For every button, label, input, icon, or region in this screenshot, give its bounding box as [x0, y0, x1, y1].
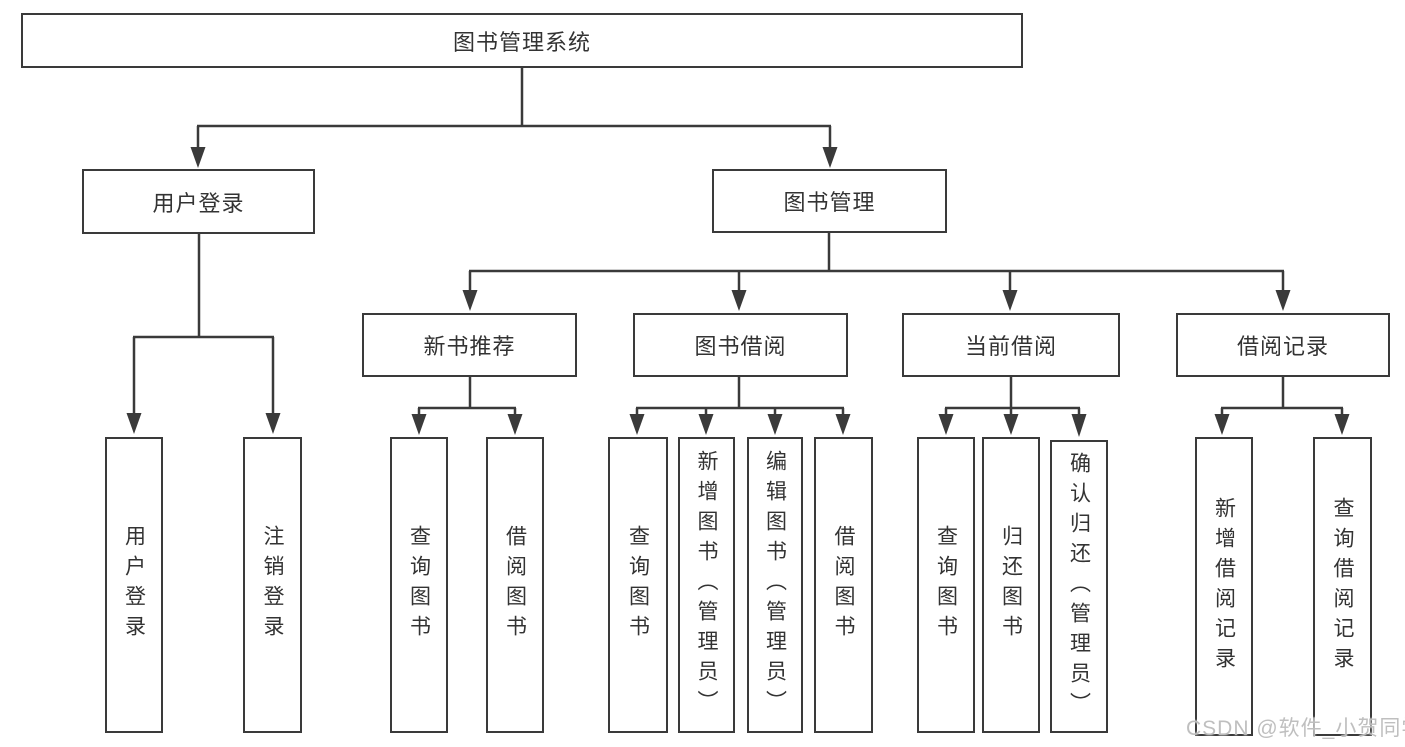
leaf-logout: 注销登录 — [243, 437, 302, 733]
leaf-query-books-2: 查询图书 — [608, 437, 668, 733]
node-book-borrow: 图书借阅 — [633, 313, 848, 377]
leaf-query-books-3: 查询图书 — [917, 437, 975, 733]
node-book-management: 图书管理 — [712, 169, 947, 233]
leaf-add-borrow-record: 新增借阅记录 — [1195, 437, 1253, 736]
csdn-watermark: CSDN @软件_小贺同学 — [1186, 717, 1405, 740]
arrowhead-icons — [126, 147, 1350, 437]
leaf-edit-book-admin: 编辑图书（管理员） — [747, 437, 803, 733]
leaf-borrow-books-2: 借阅图书 — [814, 437, 873, 733]
leaf-query-books-1: 查询图书 — [390, 437, 448, 733]
node-new-book-recommend: 新书推荐 — [362, 313, 577, 377]
leaf-confirm-return-admin: 确认归还（管理员） — [1050, 440, 1108, 733]
leaf-add-book-admin: 新增图书（管理员） — [678, 437, 735, 733]
node-current-borrow: 当前借阅 — [902, 313, 1120, 377]
node-borrow-records: 借阅记录 — [1176, 313, 1390, 377]
leaf-borrow-books-1: 借阅图书 — [486, 437, 544, 733]
leaf-user-login: 用户登录 — [105, 437, 163, 733]
node-library-management-system: 图书管理系统 — [21, 13, 1023, 68]
leaf-query-borrow-record: 查询借阅记录 — [1313, 437, 1372, 736]
leaf-return-book: 归还图书 — [982, 437, 1040, 733]
node-user-login: 用户登录 — [82, 169, 315, 234]
